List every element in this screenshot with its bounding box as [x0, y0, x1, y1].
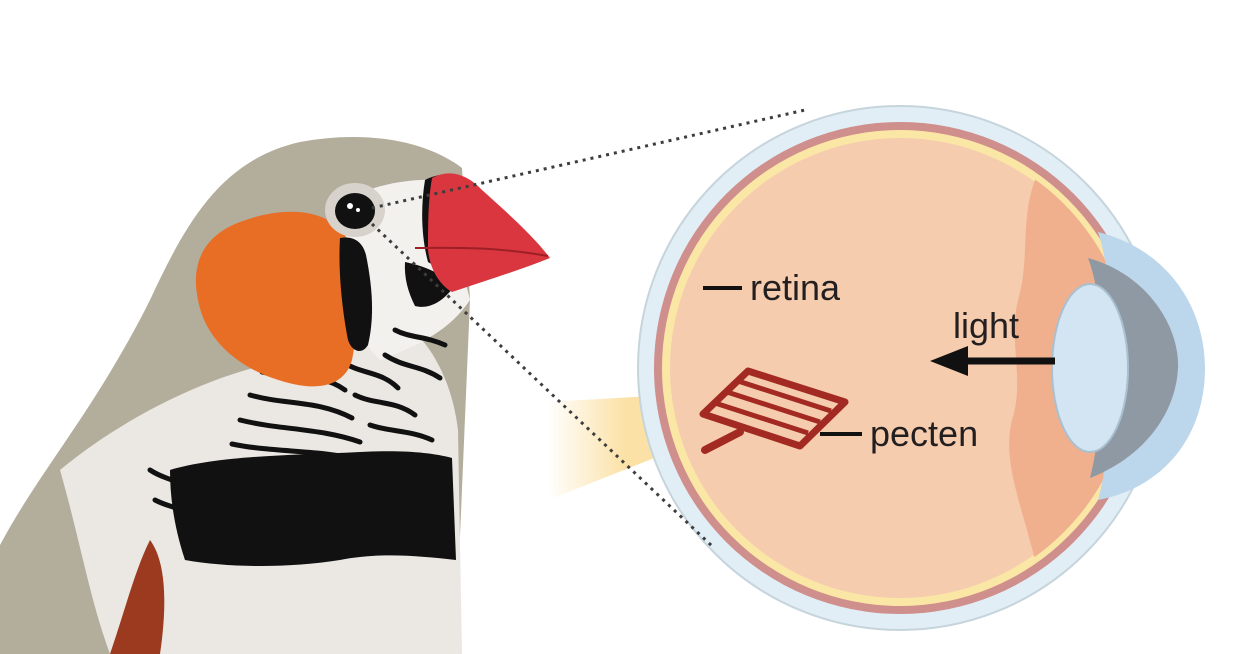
- light-label: light: [953, 305, 1019, 346]
- lens: [1052, 284, 1128, 452]
- zebra-finch-head: [0, 137, 550, 654]
- retina-label: retina: [750, 267, 841, 308]
- eye-cross-section: [548, 106, 1205, 630]
- bird-eye: [325, 183, 385, 237]
- pecten-label: pecten: [870, 413, 978, 454]
- beak: [428, 173, 550, 292]
- breast-band: [170, 451, 456, 566]
